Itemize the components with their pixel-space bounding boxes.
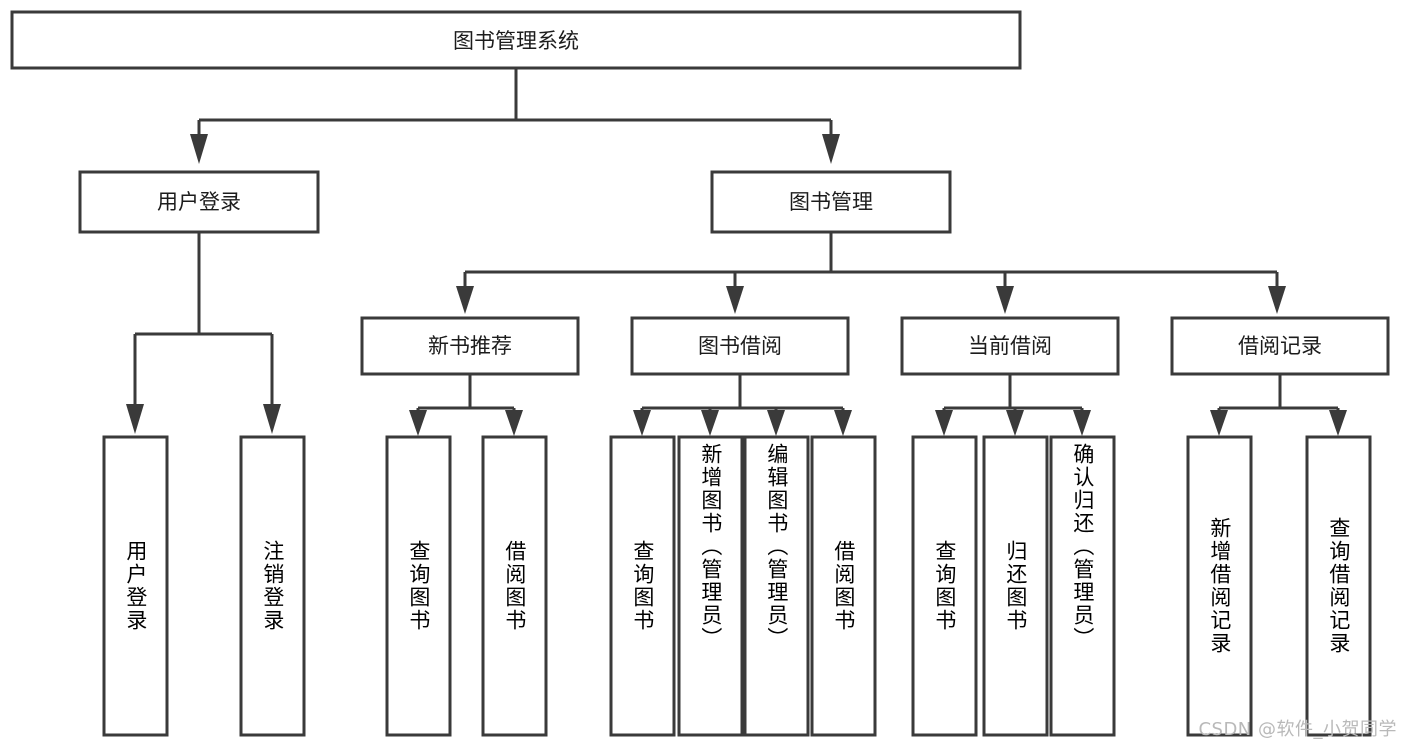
node-book-borrow-label: 图书借阅 <box>698 334 782 358</box>
arrow-head-book-borrow <box>726 286 744 314</box>
node-leaf-return-book-box[interactable] <box>982 435 1049 737</box>
node-borrow-record-label: 借阅记录 <box>1238 334 1322 358</box>
arrow-head-book-manage <box>822 134 840 164</box>
node-book-manage[interactable]: 图书管理 <box>710 170 952 234</box>
node-new-book-recommend[interactable]: 新书推荐 <box>360 316 580 376</box>
connector-group-current-borrow <box>935 374 1091 436</box>
arrow-head-leaf-return-book <box>1006 410 1024 436</box>
arrow-head-leaf-query-record <box>1329 410 1347 436</box>
node-book-manage-box[interactable] <box>710 170 952 234</box>
node-leaf-query-book-2-box[interactable] <box>609 435 676 737</box>
arrow-head-borrow-record <box>1268 286 1286 314</box>
csdn-watermark: CSDN @软件_小贺同学 <box>1198 719 1397 740</box>
arrow-head-leaf-query-book-1 <box>409 410 427 436</box>
arrow-head-leaf-edit-book <box>767 410 785 436</box>
node-current-borrow-box[interactable] <box>900 316 1120 376</box>
arrow-head-leaf-query-book-3 <box>935 410 953 436</box>
node-leaf-query-book-3-box[interactable] <box>911 435 978 737</box>
node-user-login[interactable]: 用户登录 <box>78 170 320 234</box>
arrow-head-leaf-borrow-book-1 <box>505 410 523 436</box>
node-leaf-add-record-box[interactable] <box>1186 435 1253 737</box>
arrow-head-leaf-add-record <box>1210 410 1228 436</box>
node-user-login-box[interactable] <box>78 170 320 234</box>
arrow-head-leaf-borrow-book-2 <box>834 410 852 436</box>
node-leaf-confirm-return-box[interactable] <box>1049 435 1116 737</box>
node-root-label: 图书管理系统 <box>453 29 579 53</box>
node-root-box[interactable] <box>10 10 1022 70</box>
arrow-head-user-login <box>190 134 208 164</box>
connector-group-user-login <box>126 232 281 434</box>
node-leaf-borrow-book-2-box[interactable] <box>810 435 877 737</box>
arrow-head-leaf-add-book <box>701 410 719 436</box>
connector-group-book-manage <box>456 232 1286 314</box>
connector-group-borrow-record <box>1210 374 1347 436</box>
arrow-head-leaf-query-book-2 <box>633 410 651 436</box>
node-leaf-logout-box[interactable] <box>239 435 306 737</box>
node-leaf-add-book-box[interactable] <box>677 435 744 737</box>
arrow-head-new-book-recommend <box>456 286 474 314</box>
node-new-book-recommend-box[interactable] <box>360 316 580 376</box>
node-current-borrow[interactable]: 当前借阅 <box>900 316 1120 376</box>
node-user-login-label: 用户登录 <box>157 190 241 214</box>
node-leaf-borrow-book-1-box[interactable] <box>481 435 548 737</box>
connector-group-book-borrow <box>633 374 852 436</box>
connector-group-root <box>190 68 840 164</box>
node-current-borrow-label: 当前借阅 <box>968 334 1052 358</box>
node-root[interactable]: 图书管理系统 <box>10 10 1022 70</box>
arrow-head-leaf-confirm-return <box>1073 410 1091 436</box>
node-leaf-query-book-1-box[interactable] <box>385 435 452 737</box>
leaf-boxes <box>102 435 1372 737</box>
node-leaf-user-login-box[interactable] <box>102 435 169 737</box>
arrow-head-leaf-logout <box>263 404 281 434</box>
node-book-manage-label: 图书管理 <box>789 190 873 214</box>
connector-group-new-book-recommend <box>409 374 523 436</box>
node-book-borrow-box[interactable] <box>630 316 850 376</box>
node-book-borrow[interactable]: 图书借阅 <box>630 316 850 376</box>
node-leaf-query-record-box[interactable] <box>1305 435 1372 737</box>
node-borrow-record-box[interactable] <box>1170 316 1390 376</box>
arrow-head-leaf-user-login <box>126 404 144 434</box>
node-borrow-record[interactable]: 借阅记录 <box>1170 316 1390 376</box>
arrow-head-current-borrow <box>996 286 1014 314</box>
node-leaf-edit-book-box[interactable] <box>743 435 810 737</box>
node-new-book-recommend-label: 新书推荐 <box>428 334 512 358</box>
